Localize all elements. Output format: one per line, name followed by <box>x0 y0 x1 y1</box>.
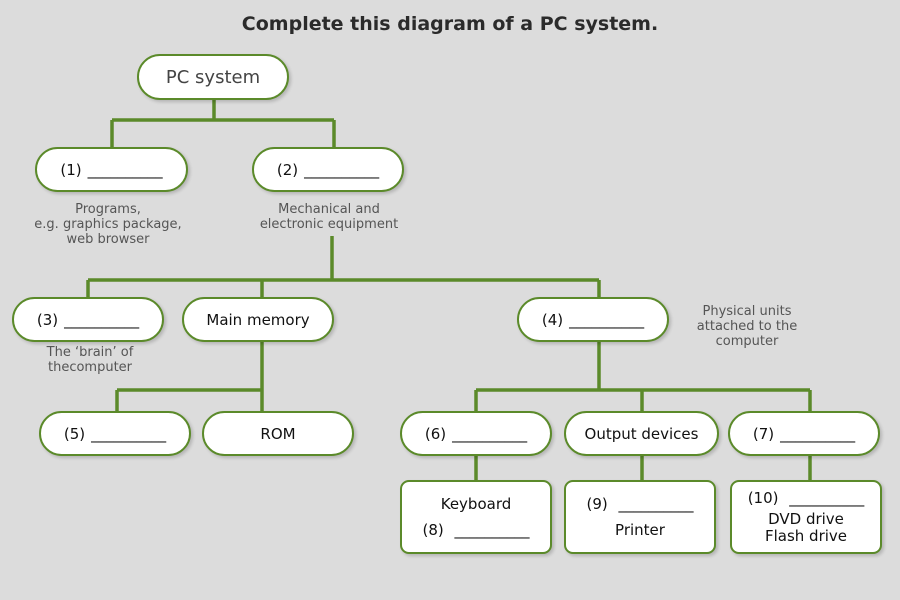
box-printer: (9) __________ Printer <box>564 480 716 554</box>
node-9-number: (9) <box>586 495 608 513</box>
node-8-number: (8) <box>422 521 444 539</box>
note-peripherals: Physical units attached to the computer <box>676 304 818 349</box>
node-3-number: (3) <box>36 310 59 329</box>
node-9-blank: __________ <box>618 495 694 513</box>
note-peripherals-line: Physical units <box>702 304 792 319</box>
node-rom: ROM <box>202 411 354 456</box>
diagram-title: Complete this diagram of a PC system. <box>241 13 659 35</box>
node-4: (4) __________ <box>517 297 669 342</box>
note-peripherals-line: attached to the <box>696 319 798 334</box>
node-3-blank: __________ <box>64 310 140 329</box>
note-software-line: e.g. graphics package, <box>34 217 182 232</box>
note-hardware: Mechanical and electronic equipment <box>244 202 414 232</box>
node-7-blank: __________ <box>780 424 856 443</box>
node-6: (6) __________ <box>400 411 552 456</box>
note-cpu-line: The ‘brain’ of <box>46 345 134 360</box>
node-output-devices: Output devices <box>564 411 719 456</box>
node-1: (1) __________ <box>35 147 188 192</box>
node-8-blank: __________ <box>454 521 530 539</box>
node-pc-system-label: PC system <box>165 66 261 88</box>
node-2-number: (2) <box>276 160 299 179</box>
node-2-blank: __________ <box>304 160 380 179</box>
node-4-blank: __________ <box>569 310 645 329</box>
note-hardware-line: electronic equipment <box>259 217 399 232</box>
note-cpu: The ‘brain’ of thecomputer <box>15 345 165 375</box>
node-7-number: (7) <box>752 424 775 443</box>
node-1-number: (1) <box>60 160 82 179</box>
note-software: Programs, e.g. graphics package, web bro… <box>18 202 198 247</box>
node-10-blank: __________ <box>789 488 865 507</box>
box-printer-label: Printer <box>615 521 665 539</box>
note-software-line: web browser <box>66 232 150 247</box>
box-storage-flash: Flash drive <box>764 526 848 545</box>
node-3: (3) __________ <box>12 297 164 342</box>
node-2: (2) __________ <box>252 147 404 192</box>
node-7: (7) __________ <box>728 411 880 456</box>
node-5-number: (5) <box>63 424 86 443</box>
node-5-blank: __________ <box>91 424 167 443</box>
box-keyboard: Keyboard (8) __________ <box>400 480 552 554</box>
note-peripherals-line: computer <box>715 334 779 349</box>
node-10-number: (10) <box>747 488 779 507</box>
box-keyboard-label: Keyboard <box>440 495 512 513</box>
note-software-line: Programs, <box>75 202 141 217</box>
note-cpu-line: thecomputer <box>47 360 133 375</box>
node-1-blank: __________ <box>87 160 163 179</box>
box-storage: (10) __________ DVD drive Flash drive <box>730 480 882 554</box>
note-hardware-line: Mechanical and <box>278 202 380 217</box>
node-rom-label: ROM <box>260 424 296 443</box>
node-4-number: (4) <box>541 310 564 329</box>
node-main-memory-label: Main memory <box>206 310 310 329</box>
node-output-devices-label: Output devices <box>584 424 699 443</box>
node-pc-system: PC system <box>137 54 289 100</box>
node-main-memory: Main memory <box>182 297 334 342</box>
node-6-number: (6) <box>424 424 447 443</box>
node-6-blank: __________ <box>452 424 528 443</box>
node-5: (5) __________ <box>39 411 191 456</box>
box-storage-dvd: DVD drive <box>768 509 844 528</box>
